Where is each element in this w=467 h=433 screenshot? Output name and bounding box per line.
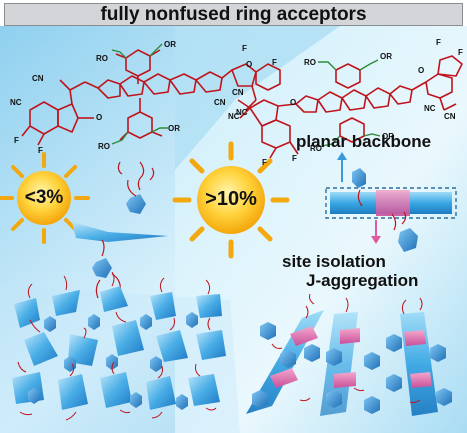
mol-right-or-top: OR xyxy=(380,52,392,61)
mol-left-o: O xyxy=(96,113,103,122)
mol-right-f-left-b: F xyxy=(292,154,297,163)
arrow-down-head xyxy=(371,236,381,244)
left-film-aggregates xyxy=(12,271,226,421)
panel-diagonal-highlight xyxy=(175,26,340,170)
left-conformer-shapes xyxy=(72,161,168,299)
right-molecule xyxy=(237,55,463,159)
mol-left-cn-top: CN xyxy=(32,74,44,83)
mol-right-nc: NC xyxy=(424,104,436,113)
arrow-up-head xyxy=(337,152,347,160)
right-film-stacks xyxy=(246,293,452,416)
mol-right-or-bottom: OR xyxy=(382,132,394,141)
mol-right-f-left-a: F xyxy=(262,158,267,167)
sun-right-label: >10% xyxy=(205,188,257,210)
sun-left-label: <3% xyxy=(24,187,64,208)
dashed-frame xyxy=(325,187,457,219)
mol-right-f-b: F xyxy=(458,48,463,57)
mol-right-f-a: F xyxy=(436,38,441,47)
mol-right-o-top: O xyxy=(418,66,425,75)
mol-left-ro-top: RO xyxy=(96,54,108,63)
mol-left-f-right-a: F xyxy=(242,44,247,53)
mol-left-nc: NC xyxy=(10,98,22,107)
mol-right-o-left: O xyxy=(290,98,297,107)
pink-core xyxy=(376,190,410,216)
right-molecule-sidechains xyxy=(318,59,381,147)
mol-right-cn-left: CN xyxy=(232,88,244,97)
mol-left-or-top: OR xyxy=(164,40,176,49)
mol-left-f-a: F xyxy=(38,146,43,155)
sun-left-icon xyxy=(0,152,90,244)
hexagon-top-icon xyxy=(126,194,146,214)
hex-down-icon xyxy=(398,228,418,252)
mol-left-or-bottom: OR xyxy=(168,124,180,133)
planar-backbone-diagram xyxy=(325,152,457,252)
mol-right-ro-top: RO xyxy=(304,58,316,67)
mol-right-cn: CN xyxy=(444,112,456,121)
j-aggregation-label: J-aggregation xyxy=(306,271,419,290)
mol-left-cn-right: CN xyxy=(214,98,226,107)
mol-left-nc-right: NC xyxy=(236,108,248,117)
hex-up-icon xyxy=(352,168,366,188)
mol-left-f-right-b: F xyxy=(272,58,277,67)
twisted-wedge-shape xyxy=(72,222,168,242)
site-isolation-label: site isolation xyxy=(282,252,386,271)
left-molecule-sidechains xyxy=(111,43,168,145)
right-panel-background xyxy=(175,26,467,433)
mol-left-ro-bottom: RO xyxy=(98,142,110,151)
hexagon-bottom-icon xyxy=(92,258,112,278)
mol-left-f-b: F xyxy=(14,136,19,145)
sun-right-icon xyxy=(172,141,290,259)
figure-title: fully nonfused ring acceptors xyxy=(4,3,463,26)
planar-backbone-label: planar backbone xyxy=(296,132,432,151)
mol-left-o-right: O xyxy=(246,60,253,69)
mol-right-nc-left: NC xyxy=(228,112,240,121)
mol-right-ro-bottom: RO xyxy=(310,144,322,153)
